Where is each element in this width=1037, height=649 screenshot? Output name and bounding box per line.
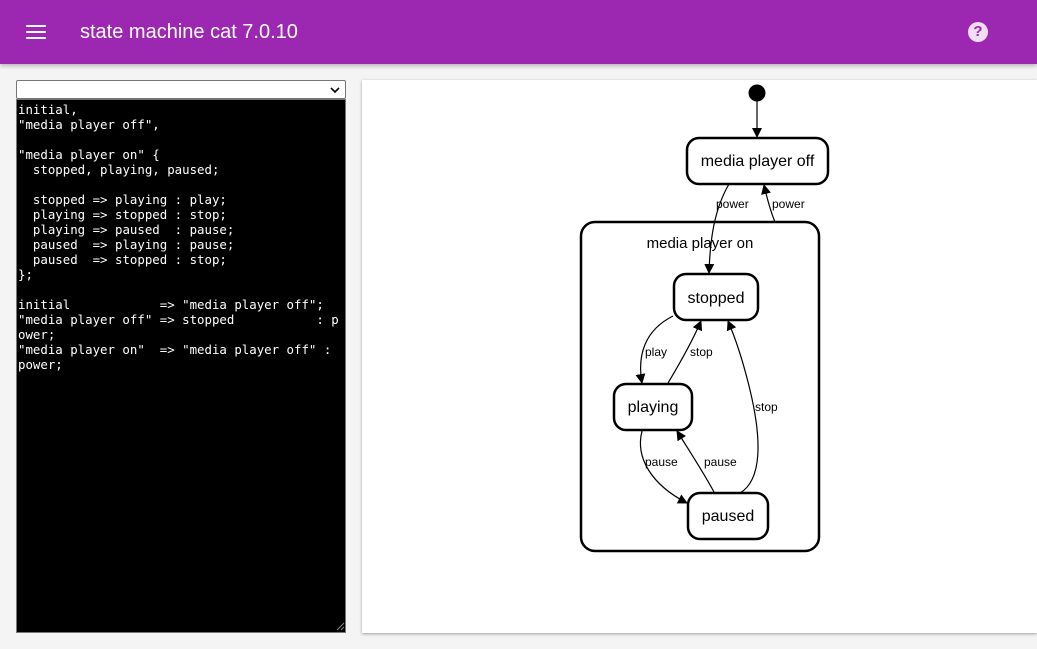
state-media-player-on-label: media player on xyxy=(647,235,754,252)
transition-stopped-to-playing xyxy=(635,315,674,384)
state-playing[interactable] xyxy=(612,382,694,432)
diagram-canvas: media player off media player on stopped… xyxy=(362,80,1037,633)
resize-grip-icon[interactable] xyxy=(335,621,345,631)
transition-paused-to-playing xyxy=(676,430,715,493)
transition-off-to-stopped-label: power xyxy=(716,197,749,211)
transition-off-to-stopped xyxy=(704,183,730,274)
transition-paused-to-stopped-label: stop xyxy=(755,400,778,414)
help-button[interactable]: ? xyxy=(962,16,994,48)
state-paused-label: paused xyxy=(702,508,755,525)
transition-playing-to-stopped xyxy=(667,320,703,384)
state-stopped-label: stopped xyxy=(688,290,745,307)
state-stopped[interactable] xyxy=(672,272,760,322)
transition-on-to-off-label: power xyxy=(772,197,805,211)
transition-playing-to-stopped-label: stop xyxy=(690,345,713,359)
transition-stopped-to-playing-label: play xyxy=(645,345,667,359)
state-media-player-on[interactable] xyxy=(579,220,821,553)
state-diagram: media player off media player on stopped… xyxy=(579,84,830,553)
transition-on-to-off xyxy=(761,184,776,223)
transition-paused-to-playing-label: pause xyxy=(704,455,737,469)
app-title: state machine cat 7.0.10 xyxy=(80,21,298,43)
transition-paused-to-stopped xyxy=(726,320,759,494)
initial-state xyxy=(748,84,766,102)
app-bar: state machine cat 7.0.10 ? xyxy=(0,0,1037,64)
state-playing-label: playing xyxy=(628,399,679,416)
source-editor[interactable]: initial, "media player off", "media play… xyxy=(16,99,346,633)
chevron-down-icon xyxy=(330,87,340,94)
transition-playing-to-paused-label: pause xyxy=(645,455,678,469)
help-circle-icon: ? xyxy=(968,22,988,42)
state-media-player-off[interactable] xyxy=(685,136,830,186)
transition-playing-to-paused xyxy=(640,430,688,504)
state-paused[interactable] xyxy=(686,491,770,541)
sample-select[interactable] xyxy=(16,80,346,99)
hamburger-menu-icon[interactable] xyxy=(18,14,54,50)
state-media-player-off-label: media player off xyxy=(701,153,815,170)
